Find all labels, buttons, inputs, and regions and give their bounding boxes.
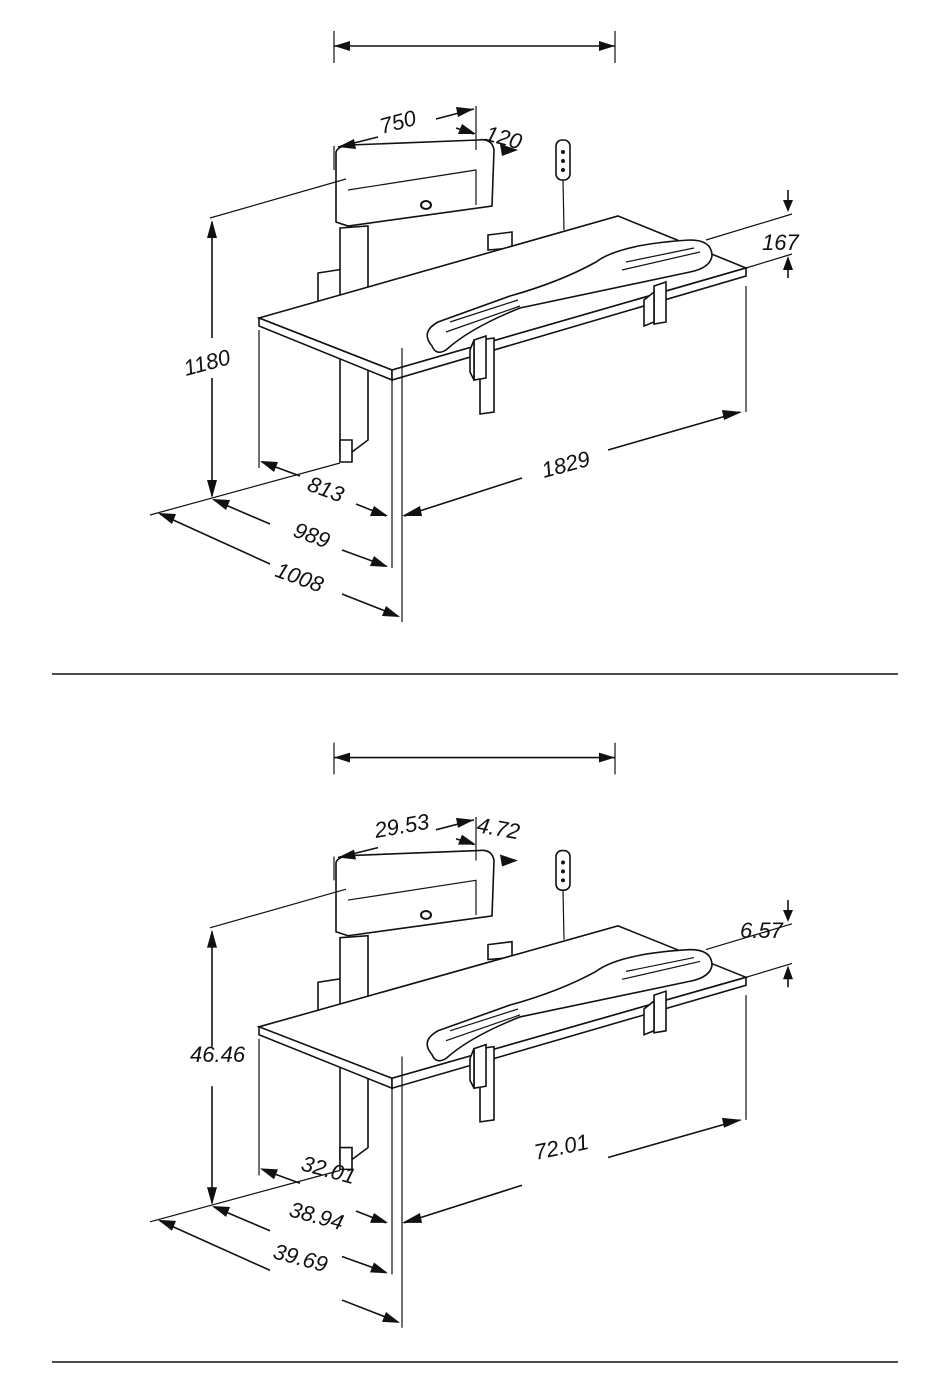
table-drawing-metric <box>150 31 793 622</box>
label-backrest-width: 750 <box>377 105 420 139</box>
label-depth-989: 989 <box>290 517 333 553</box>
label-backrest-width-in: 29.53 <box>372 809 432 843</box>
label-depth-989-in: 38.94 <box>287 1197 347 1235</box>
label-rim-height-in: 6.57 <box>740 918 784 943</box>
diagram-metric: 750 120 167 1180 1829 813 989 1008 <box>150 31 799 622</box>
label-rim-height: 167 <box>762 230 799 255</box>
label-table-length: 1829 <box>539 446 593 483</box>
diagram-imperial <box>150 743 793 1328</box>
label-depth-1008: 1008 <box>272 557 327 597</box>
label-total-height-in: 46.46 <box>190 1042 246 1067</box>
label-depth-813: 813 <box>304 471 348 507</box>
label-backrest-depth-in: 4.72 <box>475 812 522 844</box>
label-depth-1008-in: 39.69 <box>271 1239 331 1277</box>
label-table-length-in: 72.01 <box>532 1129 591 1165</box>
table-drawing-imperial <box>150 743 793 1328</box>
label-total-height: 1180 <box>181 344 234 381</box>
